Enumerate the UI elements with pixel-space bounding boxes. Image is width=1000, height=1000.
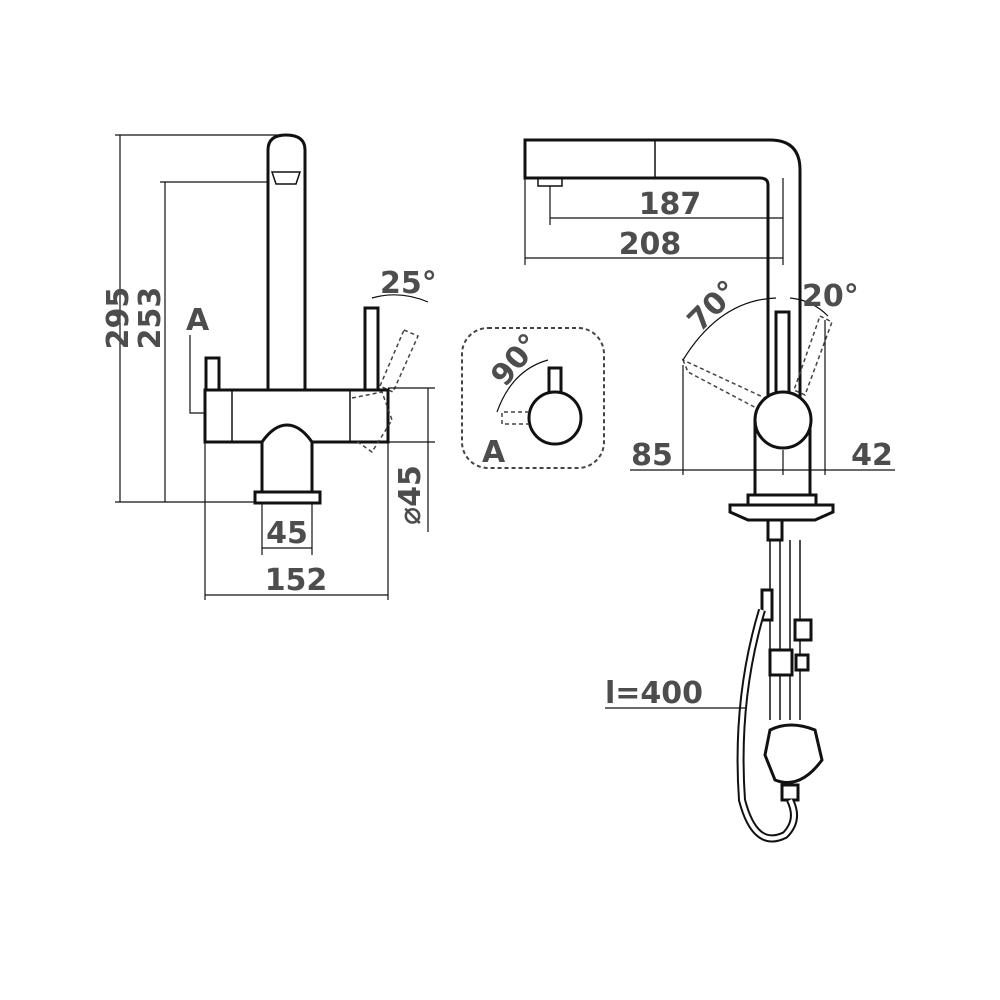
stem [260, 423, 314, 494]
section-marker-a: A [186, 303, 210, 338]
dimension-208: 208 [619, 227, 682, 262]
dimension-295: 295 [101, 287, 136, 350]
body [753, 390, 813, 450]
dimension-253: 253 [133, 287, 168, 350]
lever-top-view [527, 390, 583, 446]
angle-25: 25° [380, 266, 437, 301]
dimension-85: 85 [631, 438, 673, 473]
detail-view-a: 90° A [461, 327, 605, 470]
angle-90: 90° [484, 327, 547, 393]
dimension-187: 187 [639, 187, 702, 222]
base-plate [728, 503, 835, 522]
hose-weight [763, 723, 824, 784]
lever-left [204, 356, 221, 392]
pull-out-spout [523, 138, 802, 402]
angle-20: 20° [802, 279, 859, 314]
lever [774, 310, 791, 402]
angle-70: 70° [681, 274, 746, 339]
lever-right [363, 306, 380, 392]
right-faucet-view: 187 208 70° 20° 85 42 [523, 138, 895, 843]
hose-length-label: l=400 [605, 676, 703, 711]
left-faucet-view: 295 253 25° A ⌀45 45 152 [101, 133, 437, 600]
section-marker-a-detail: A [482, 435, 506, 470]
spout [266, 133, 307, 392]
dimension-45: 45 [266, 516, 308, 551]
dimension-diameter-45: ⌀45 [393, 465, 428, 525]
under-sink-assembly [736, 518, 824, 843]
dimension-42: 42 [851, 438, 893, 473]
dimension-152: 152 [265, 563, 328, 598]
base-plate [253, 490, 322, 505]
